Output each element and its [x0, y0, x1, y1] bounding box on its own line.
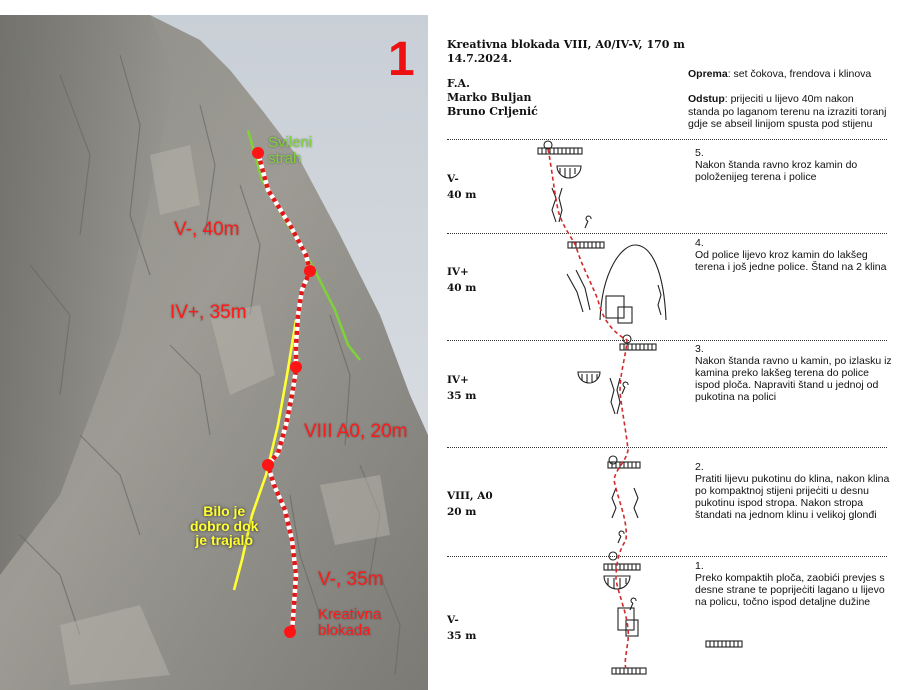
green-route-line: [246, 129, 362, 361]
pitch-separator: [447, 233, 887, 234]
pitch5-grade: V- 40 m: [447, 173, 477, 201]
fa-climber: Bruno Crljenić: [447, 105, 538, 118]
crack-symbol: [657, 284, 662, 316]
pitch1-description: 1. Preko kompaktih ploča, zaobići prevje…: [695, 560, 885, 608]
pitch1-grade: V- 35 m: [447, 614, 477, 642]
green-route-label: Svileni strah: [268, 134, 313, 167]
fa-label: F.A.: [447, 77, 470, 90]
belay-symbol: [608, 455, 618, 465]
block-symbol: [617, 306, 633, 324]
block-symbol: [605, 295, 625, 319]
pitch2-label: VIII A0, 20m: [304, 421, 408, 442]
yellow-route-label: Bilo je dobro dok je trajalo: [190, 503, 259, 549]
route-name-label: Kreativna blokada: [318, 606, 382, 639]
piton-symbol: [584, 215, 637, 611]
block-symbol: [617, 607, 635, 631]
gear-note: Oprema: set čokova, frendova i klinova: [688, 68, 872, 80]
ledge-symbol: [603, 563, 641, 571]
pitch4-label: IV+, 35m: [170, 302, 247, 323]
ledge-symbol: [607, 461, 641, 469]
belay-dot: [284, 626, 296, 638]
belay-symbol: [622, 334, 632, 344]
pitch5-label: V-, 40m: [174, 219, 240, 240]
pitch3-description: 3. Nakon štanda ravno u kamin, po izlask…: [695, 343, 892, 403]
crack-symbol: [609, 377, 621, 415]
cliff-photo-drawing: [0, 15, 428, 690]
pitch5-description: 5. Nakon štanda ravno kroz kamin do polo…: [695, 147, 858, 183]
belay-stations: [252, 147, 316, 638]
pitch-separator: [447, 340, 887, 341]
topo-date: 14.7.2024.: [447, 52, 513, 65]
descent-note: Odstup: prijeciti u lijevo 40m nakon sta…: [688, 93, 887, 130]
overhang-symbol: [603, 575, 631, 590]
pitch-separator: [447, 139, 887, 140]
topo-title: Kreativna blokada VIII, A0/IV-V, 170 m: [447, 38, 685, 51]
topo-route-line: [547, 148, 630, 669]
chimney-symbol: [566, 269, 591, 313]
topo-diagram: Kreativna blokada VIII, A0/IV-V, 170 m 1…: [430, 0, 900, 690]
ledge-symbol: [705, 640, 743, 648]
belay-dot: [290, 361, 302, 373]
pitch3-grade: IV+ 35 m: [447, 374, 477, 402]
pitch-separator: [447, 556, 887, 557]
ledge-symbol: [619, 343, 657, 351]
fa-climber: Marko Buljan: [447, 91, 532, 104]
overhang-symbol: [556, 165, 582, 179]
pitch4-description: 4. Od police lijevo kroz kamin do lakšeg…: [695, 237, 887, 273]
belay-dot: [304, 265, 316, 277]
yellow-route-line: [232, 319, 298, 591]
belay-dot: [262, 459, 274, 471]
ledge-symbol: [611, 667, 647, 675]
pitch4-grade: IV+ 40 m: [447, 266, 477, 294]
crack-symbol: [611, 487, 639, 519]
block-symbol: [625, 619, 639, 637]
main-route-line: [255, 152, 313, 633]
belay-symbol: [543, 140, 553, 150]
pitch2-grade: VIII, A0 20 m: [447, 490, 493, 518]
route-photo: 1 Svileni strah V-, 40m IV+, 35m VIII A0…: [0, 15, 428, 690]
crack-symbol: [551, 187, 563, 223]
pitch-separator: [447, 447, 887, 448]
ledge-symbol: [537, 147, 583, 155]
belay-dot: [252, 147, 264, 159]
pitch2-description: 2. Pratiti lijevu pukotinu do klina, nak…: [695, 461, 890, 521]
pitch1-label: V-, 35m: [318, 569, 384, 590]
route-number: 1: [388, 33, 415, 86]
ledge-symbol: [567, 241, 605, 249]
overhang-symbol: [577, 371, 601, 384]
arch-symbol: [599, 244, 667, 321]
